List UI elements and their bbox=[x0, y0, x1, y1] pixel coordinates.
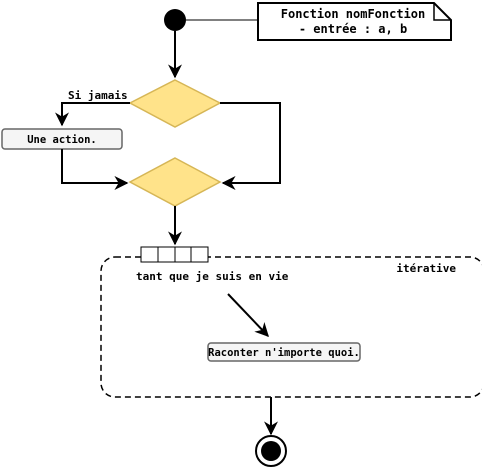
note-line-1: Fonction nomFonction bbox=[281, 7, 426, 21]
action-box: Une action. bbox=[1, 128, 123, 150]
initial-node bbox=[164, 9, 186, 31]
decision-label: Si jamais bbox=[68, 89, 128, 102]
function-note: Fonction nomFonction - entrée : a, b bbox=[257, 2, 452, 41]
merge-diamond bbox=[128, 157, 222, 207]
edge-action-merge bbox=[61, 149, 129, 190]
iterative-region bbox=[100, 256, 482, 398]
loop-expansion-node bbox=[140, 246, 209, 263]
decision-diamond bbox=[128, 79, 222, 128]
edge-decision-merge bbox=[220, 102, 281, 190]
iterative-label: itérative bbox=[396, 262, 456, 275]
action-label: Une action. bbox=[27, 134, 97, 146]
loop-body-action: Raconter n'importe quoi. bbox=[207, 342, 361, 362]
loop-body-label: Raconter n'importe quoi. bbox=[208, 347, 360, 359]
edge-loop-body bbox=[227, 293, 269, 338]
edge-decision-action bbox=[55, 102, 130, 127]
loop-condition-label: tant que je suis en vie bbox=[136, 270, 289, 283]
final-node bbox=[255, 435, 287, 467]
note-line-2: - entrée : a, b bbox=[299, 22, 407, 36]
